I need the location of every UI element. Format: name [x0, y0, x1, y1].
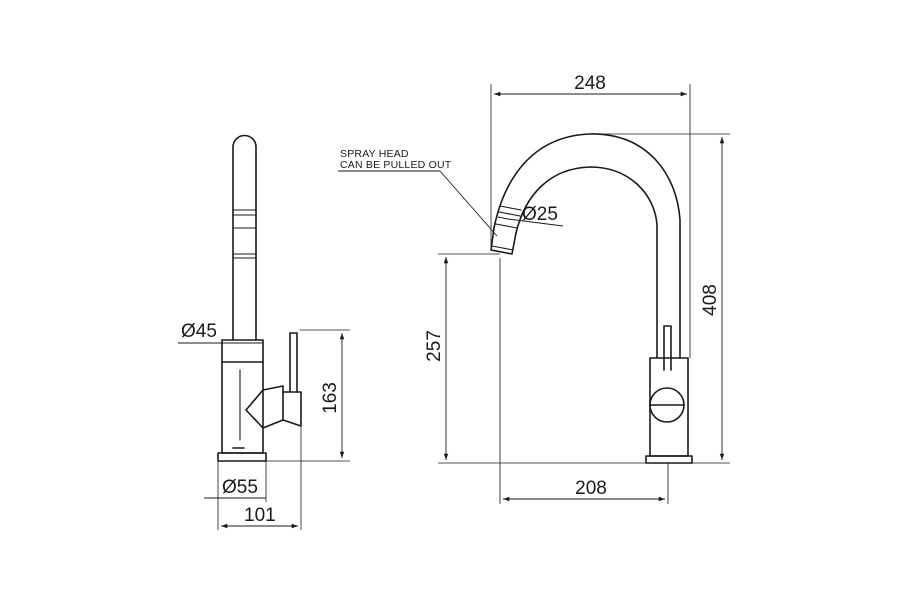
- front-head-band-2: [498, 211, 521, 217]
- front-lever: [663, 325, 672, 371]
- front-base-plate: [645, 455, 693, 464]
- note-leader-line: [439, 170, 498, 237]
- dim-front-spout-height: 257: [424, 330, 445, 362]
- dim-side-base-diameter: Ø55: [222, 477, 258, 498]
- dim-front-25-leader: [507, 218, 564, 227]
- dim-front-body-reach: 208: [575, 478, 607, 499]
- front-view: 248 408 257 208 Ø25 SPRAY HEAD CAN BE PU…: [338, 73, 730, 504]
- front-spray-head: [490, 227, 517, 255]
- dim-front-total-reach: 248: [574, 73, 606, 94]
- front-head-band-3: [495, 223, 518, 229]
- side-body: [221, 361, 264, 454]
- side-lever: [289, 332, 298, 393]
- front-head-band-4: [491, 245, 514, 251]
- note-spray-head-line1: SPRAY HEAD: [340, 148, 409, 160]
- note-spray-head-line2: CAN BE PULLED OUT: [340, 159, 452, 171]
- front-body: [649, 357, 689, 457]
- side-spout-tube: [232, 134, 257, 341]
- front-head-band-1: [499, 205, 522, 211]
- dim-front-head-diameter: Ø25: [522, 204, 558, 225]
- dim-side-top-diameter: Ø45: [181, 321, 217, 342]
- side-view: Ø45 163 Ø55 101: [178, 134, 350, 530]
- front-gooseneck-outer: [493, 133, 681, 359]
- side-handle-hub: [245, 385, 284, 429]
- side-base-plate: [217, 452, 267, 462]
- front-gooseneck-inner: [515, 166, 658, 359]
- side-lever-base: [282, 391, 302, 427]
- dim-side-base-width: 101: [244, 505, 276, 526]
- side-collar: [221, 339, 264, 363]
- dim-front-total-height: 408: [700, 284, 721, 316]
- dim-side-body-height: 163: [320, 382, 341, 414]
